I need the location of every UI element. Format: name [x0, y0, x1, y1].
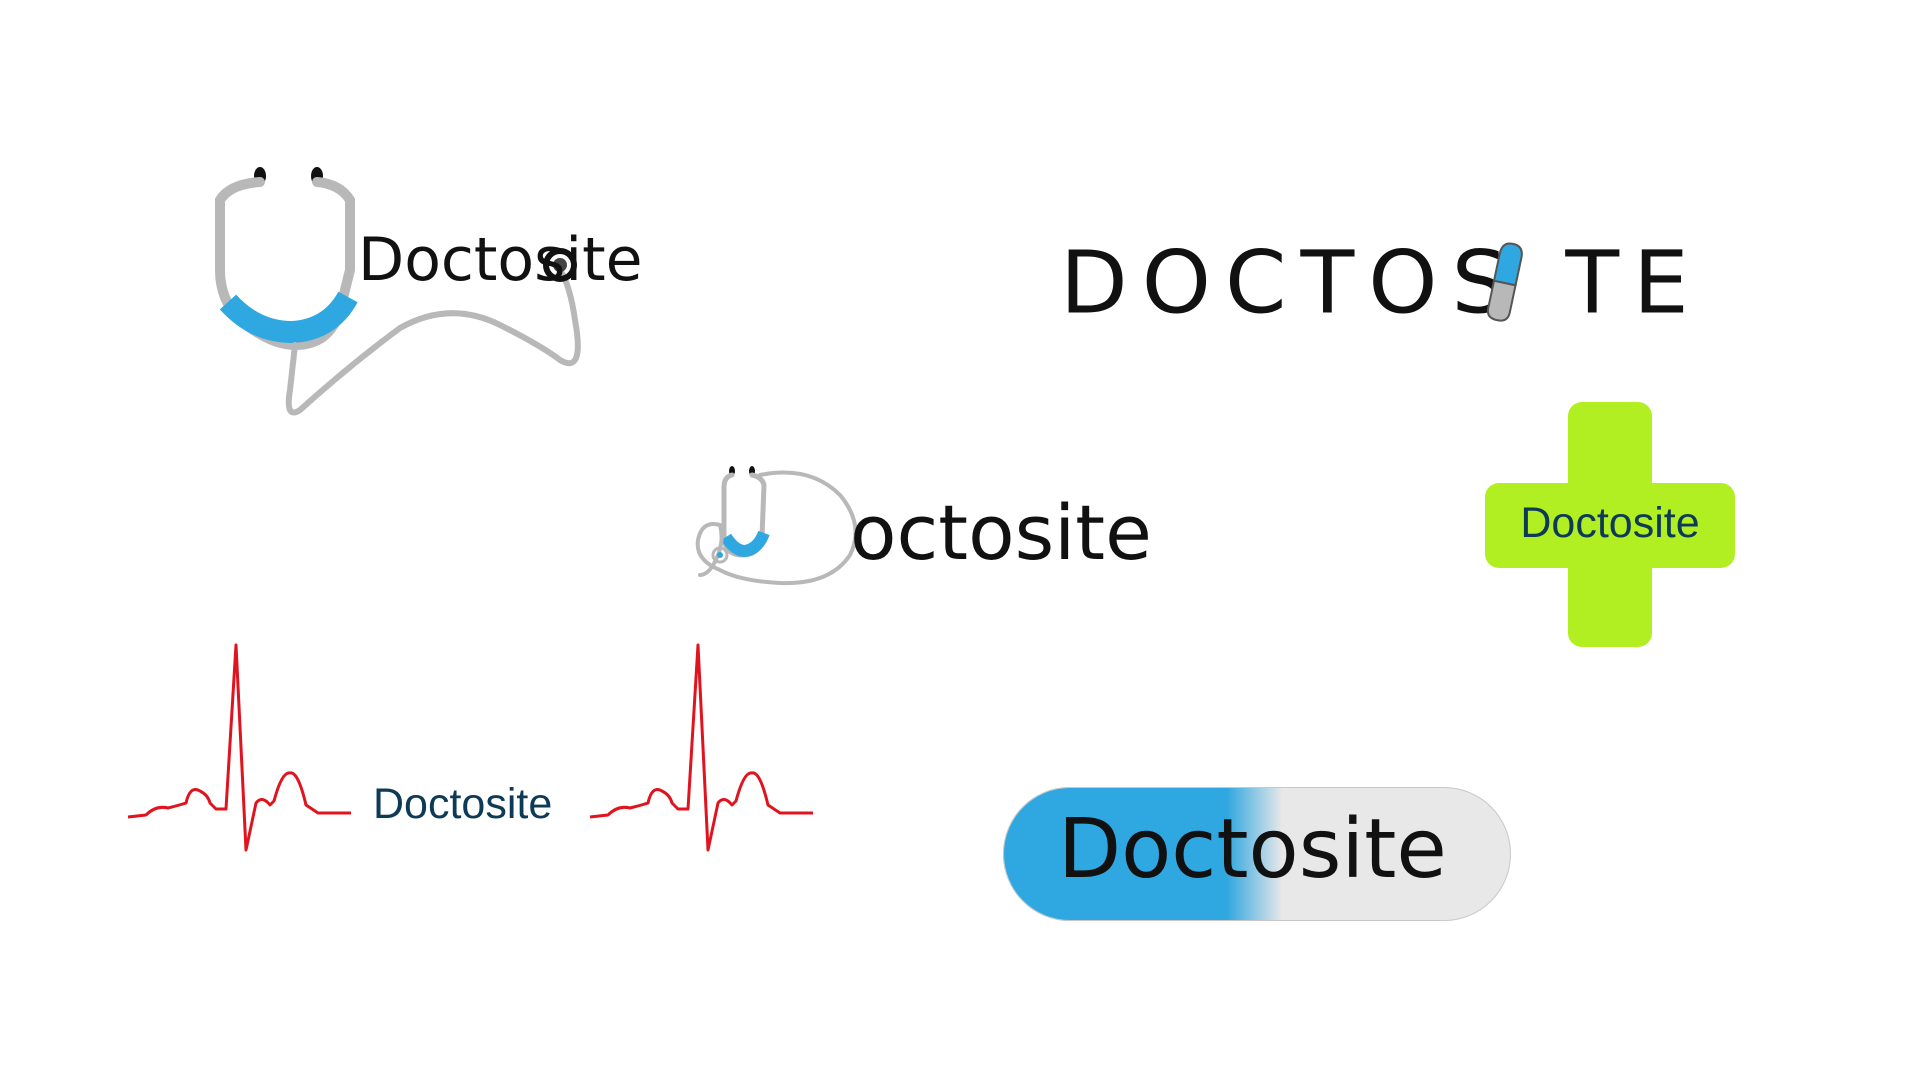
heartbeat-logo: Doctosite [127, 643, 813, 860]
green-cross-logo: Doctosite [1485, 402, 1735, 647]
logo-wordmark: octosite [850, 488, 1152, 577]
capsule-icon [1003, 787, 1511, 921]
heartbeat-icon [127, 643, 813, 852]
stethoscope-d-logo: octosite [690, 465, 1170, 595]
logo-wordmark: Doctosite [358, 225, 643, 295]
stethoscope-icon [215, 167, 581, 416]
logo-wordmark: Doctosite [373, 780, 553, 828]
pill-icon [1486, 242, 1523, 322]
logo-wordmark: Doctosite [1058, 802, 1447, 897]
logo-wordmark-suffix: TE [1565, 232, 1703, 333]
stethoscope-logo: Doctosite [200, 160, 720, 430]
logo-wordmark: Doctosite [1520, 499, 1700, 547]
capsule-logo: Doctosite [1003, 787, 1511, 921]
logo-wordmark-prefix: DOCTOS [1060, 232, 1522, 333]
medical-cross-icon-bar [1485, 483, 1735, 568]
stethoscope-d-icon [695, 466, 858, 586]
